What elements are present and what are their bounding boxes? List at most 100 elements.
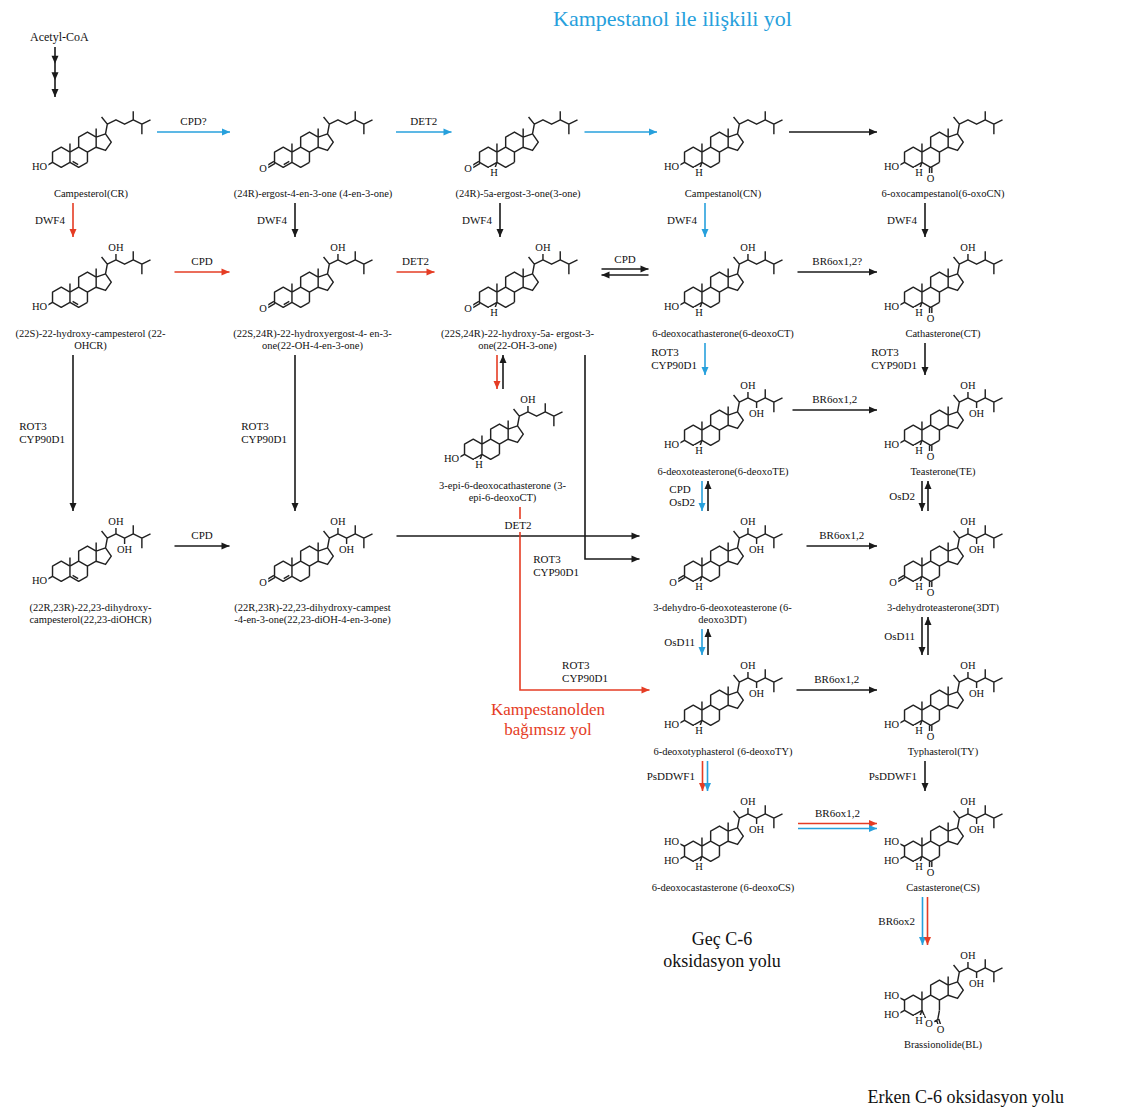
enzyme-label: CPD xyxy=(191,529,212,542)
enzyme-label: CPD xyxy=(191,255,212,268)
reaction-arrow xyxy=(699,761,711,791)
atom-label: OH xyxy=(968,408,985,420)
compound: (22R,23R)-22,23-dihydroxy-campest -4-en-… xyxy=(233,514,394,626)
steroid-structure xyxy=(680,669,783,727)
steroid-structure xyxy=(267,525,373,581)
atom-label: HO xyxy=(31,575,48,587)
reaction-arrow xyxy=(175,543,230,550)
steroid-structure xyxy=(677,525,783,583)
atom-label: O xyxy=(926,587,936,599)
atom-label: HO xyxy=(883,990,900,1002)
steroid-structure xyxy=(899,959,1003,1027)
steroid-structure xyxy=(472,111,578,169)
atom-label: O xyxy=(258,163,268,175)
enzyme-label: PsDDWF1 xyxy=(869,770,917,783)
reaction-arrow xyxy=(922,203,929,237)
steroid-structure xyxy=(900,251,1003,314)
steroid-structure xyxy=(48,525,151,581)
compound-name: (24R)-5a-ergost-3-one(3-one) xyxy=(455,188,582,200)
steroid-structure xyxy=(899,805,1003,868)
start-compound: Acetyl-CoA xyxy=(30,30,90,44)
atom-label: OH xyxy=(329,516,346,528)
enzyme-label: BR6ox1,2 xyxy=(815,807,860,820)
steroid-structure xyxy=(460,403,563,461)
compound: 6-deoxocathasterone(6-deoxoCT) OH HO H xyxy=(652,240,795,340)
enzyme-label: DWF4 xyxy=(667,214,697,227)
pathway-label: Geç C-6 oksidasyon yolu xyxy=(652,928,792,972)
compound-name: Acetyl-CoA xyxy=(30,30,89,44)
atom-label: OH xyxy=(739,242,756,254)
reaction-arrow xyxy=(397,269,435,276)
compound-name: Brassionolide(BL) xyxy=(903,1039,983,1051)
atom-label: OH xyxy=(748,824,765,836)
atom-label: HO xyxy=(31,161,48,173)
reaction-arrow xyxy=(702,203,709,237)
atom-label: HO xyxy=(663,301,680,313)
enzyme-label: ROT3 CYP90D1 xyxy=(562,659,608,685)
enzyme-label: DET2 xyxy=(505,519,532,532)
enzyme-label: OsD2 xyxy=(889,490,915,503)
enzyme-label: DET2 xyxy=(410,115,437,128)
atom-label: H xyxy=(914,445,924,457)
atom-label: HO xyxy=(663,836,680,848)
atom-label: OH xyxy=(959,242,976,254)
atom-label: O xyxy=(463,303,473,315)
enzyme-label: CPD? xyxy=(180,115,206,128)
compound: Brassionolide(BL)OHOHHOHOHOO xyxy=(880,948,1006,1051)
atom-label: OH xyxy=(968,544,985,556)
compound: Campestanol(CN)HOH xyxy=(660,100,786,200)
compound: 3-dehydro-6-deoxoteasterone (6-deoxo3DT)… xyxy=(643,514,804,626)
compound-name: (22S)-22-hydroxy-campesterol (22-OHCR) xyxy=(11,328,171,352)
atom-label: H xyxy=(914,725,924,737)
reaction-arrow xyxy=(585,129,658,136)
compound: 3-epi-6-deoxocathasterone (3-epi-6-deoxo… xyxy=(433,392,574,504)
atom-label: H xyxy=(694,307,704,319)
atom-label: H xyxy=(489,307,499,319)
atom-label: O xyxy=(924,1018,934,1030)
atom-label: HO xyxy=(663,439,680,451)
enzyme-label: ROT3 CYP90D1 xyxy=(241,420,287,446)
enzyme-label: DET2 xyxy=(402,255,429,268)
steroid-structures xyxy=(48,111,1003,1027)
enzyme-label: BR6ox2 xyxy=(878,915,915,928)
compound: Cathasterone(CT)OHHOHO xyxy=(880,240,1006,340)
atom-label: H xyxy=(694,445,704,457)
atom-label: H xyxy=(914,1015,924,1027)
reaction-arrow xyxy=(70,355,77,511)
enzyme-label: DWF4 xyxy=(257,214,287,227)
reaction-arrow xyxy=(919,481,932,511)
compound-name: Campesterol(CR) xyxy=(53,188,129,200)
compound-name: (22S,24R)-22-hydroxyergost-4- en-3-one(2… xyxy=(233,328,393,352)
atom-label: O xyxy=(668,577,678,589)
atom-label: H xyxy=(489,167,499,179)
atom-label: OH xyxy=(959,660,976,672)
compound-name: Cathasterone(CT) xyxy=(905,328,982,340)
reaction-arrow xyxy=(52,47,59,97)
atom-label: OH xyxy=(959,950,976,962)
enzyme-label: OsD11 xyxy=(664,636,695,649)
enzyme-label: ROT3 CYP90D1 xyxy=(19,420,65,446)
atom-label: H xyxy=(694,167,704,179)
reaction-arrow xyxy=(798,269,878,276)
compound: Castasterone(CS)OHOHHOHOHO xyxy=(880,794,1006,894)
enzyme-label: BR6ox1,2 xyxy=(819,529,864,542)
atom-label: HO xyxy=(663,855,680,867)
atom-label: OH xyxy=(748,544,765,556)
atom-label: HO xyxy=(31,301,48,313)
reaction-arrow xyxy=(520,507,650,694)
enzyme-label: BR6ox1,2 xyxy=(812,393,857,406)
atom-label: OH xyxy=(534,242,551,254)
atom-label: OH xyxy=(968,978,985,990)
compound-name: 3-dehydro-6-deoxoteasterone (6-deoxo3DT) xyxy=(643,602,803,626)
atom-label: OH xyxy=(968,824,985,836)
reaction-arrow xyxy=(585,355,640,563)
atom-label: O xyxy=(926,731,936,743)
atom-label: OH xyxy=(519,394,536,406)
atom-label: HO xyxy=(883,1009,900,1021)
atom-label: OH xyxy=(329,242,346,254)
atom-label: H xyxy=(914,581,924,593)
compound-name: 6-deoxocathasterone(6-deoxoCT) xyxy=(652,328,795,340)
reaction-arrow xyxy=(494,355,507,389)
steroid-structure xyxy=(472,251,578,309)
compound-name: 6-oxocampestanol(6-oxoCN) xyxy=(881,188,1006,200)
